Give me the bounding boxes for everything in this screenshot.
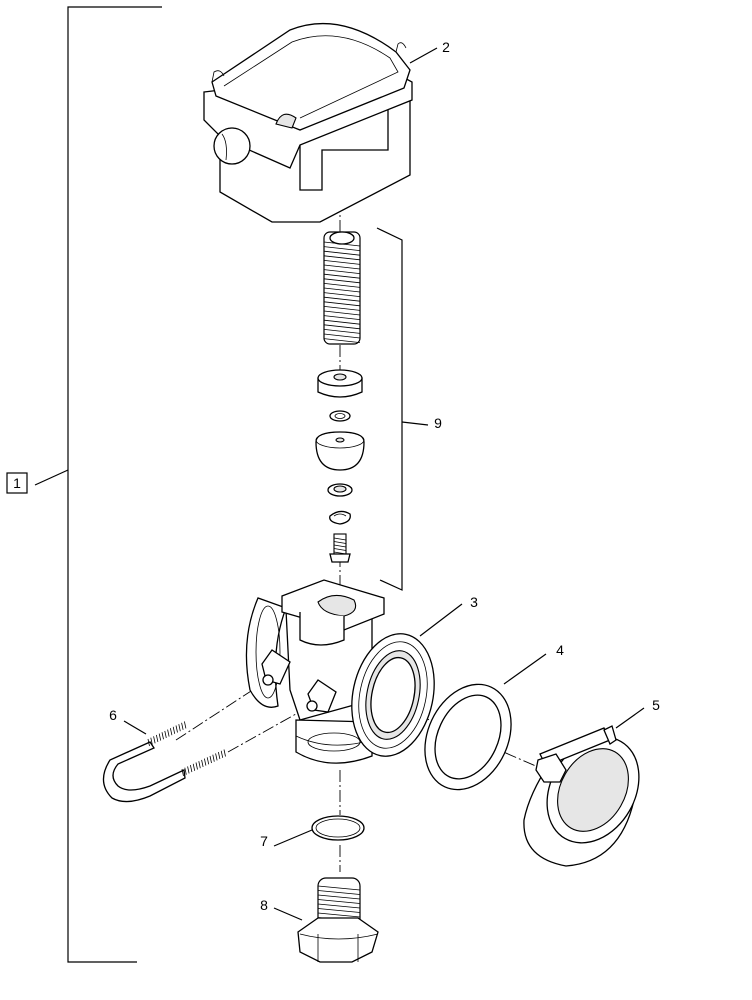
stem-thread: [333, 541, 347, 544]
callout-7: 7: [260, 833, 268, 849]
rod-thread-upper: [164, 730, 167, 738]
stem-thread: [333, 537, 347, 541]
callout-6: 6: [109, 707, 117, 723]
fitting-thread: [317, 903, 361, 909]
fitting-thread: [317, 912, 361, 918]
rod-thread-upper: [181, 722, 184, 730]
u-link: [102, 721, 226, 803]
gasket: [424, 683, 512, 791]
rod-thread-upper: [178, 724, 181, 732]
spring-coil: [323, 278, 361, 284]
spring-seat: [317, 369, 363, 398]
rod-thread-upper: [147, 738, 150, 747]
stem-thread: [333, 548, 347, 551]
hose-clamp: [523, 725, 640, 867]
fitting-thread: [317, 894, 361, 900]
compression-spring: [323, 231, 361, 345]
rod-thread-upper: [172, 726, 176, 734]
spring-coil: [323, 338, 361, 343]
rod-thread-lower: [220, 750, 224, 758]
fitting-thread: [317, 908, 361, 913]
rod-thread-lower: [209, 755, 212, 764]
spring-coil: [323, 246, 361, 251]
rod-thread-lower: [195, 762, 198, 770]
spring-coil: [323, 292, 361, 297]
spring-coil: [323, 264, 361, 270]
rod-thread-lower: [204, 758, 207, 766]
assembly-bracket: 1: [6, 6, 162, 963]
spring-coil: [323, 260, 361, 265]
small-washer-upper: [329, 410, 351, 422]
rod-thread-lower: [198, 761, 201, 769]
small-washer-lower: [327, 483, 353, 497]
rod-thread-lower: [215, 753, 218, 761]
callout-3: 3: [470, 594, 478, 610]
spring-coil: [323, 250, 361, 256]
callout-4: 4: [556, 642, 564, 658]
callout-1: 1: [13, 475, 21, 491]
stem-thread: [333, 544, 347, 548]
spring-coil: [323, 333, 361, 339]
rod-thread-upper: [175, 725, 178, 733]
fitting-thread: [317, 899, 361, 904]
fitting-thread: [317, 885, 361, 891]
rod-thread-lower: [184, 767, 187, 775]
spring-coil: [323, 296, 361, 302]
rod-thread-upper: [161, 732, 164, 740]
spring-coil: [323, 287, 361, 293]
rod-thread-lower: [212, 754, 215, 762]
spring-coil: [323, 301, 361, 307]
fitting-thread: [317, 890, 361, 895]
spring-coil: [323, 273, 361, 279]
spring-coil: [323, 315, 361, 320]
threaded-fitting: [297, 877, 379, 963]
rod-thread-lower: [190, 765, 193, 773]
spring-kit-bracket: [376, 227, 429, 591]
spring-coil: [323, 255, 361, 261]
rod-thread-lower: [192, 763, 196, 771]
rod-thread-upper: [158, 733, 162, 741]
rod-thread-upper: [153, 736, 156, 744]
spring-coil: [323, 329, 361, 334]
callout-2: 2: [442, 39, 450, 55]
rod-thread-upper: [170, 728, 173, 736]
rod-thread-lower: [218, 752, 221, 760]
rod-thread-upper: [156, 734, 159, 743]
rod-thread-lower: [201, 759, 204, 767]
rod-thread-lower: [206, 757, 210, 765]
spring-coil: [323, 269, 361, 274]
diaphragm-cone: [315, 431, 365, 471]
spring-coil: [323, 283, 361, 288]
o-ring: [311, 815, 365, 841]
spring-coil: [323, 319, 361, 325]
callout-8: 8: [260, 897, 268, 913]
rod-thread-lower: [223, 749, 226, 757]
callout-5: 5: [652, 697, 660, 713]
rod-thread-upper: [184, 721, 187, 729]
valve-body: [245, 579, 385, 764]
rod-thread-upper: [150, 737, 153, 745]
spring-coil: [323, 306, 361, 311]
valve-stem: [329, 533, 351, 563]
callout-9: 9: [434, 415, 442, 431]
rod-thread-lower: [187, 766, 190, 774]
rod-thread-lower: [181, 768, 184, 777]
spring-clip: [329, 510, 351, 525]
rod-thread-upper: [167, 729, 170, 737]
actuator-housing: [203, 23, 413, 223]
valve-outlet-flange: [351, 633, 435, 757]
spring-coil: [323, 310, 361, 316]
spring-coil: [323, 324, 361, 330]
